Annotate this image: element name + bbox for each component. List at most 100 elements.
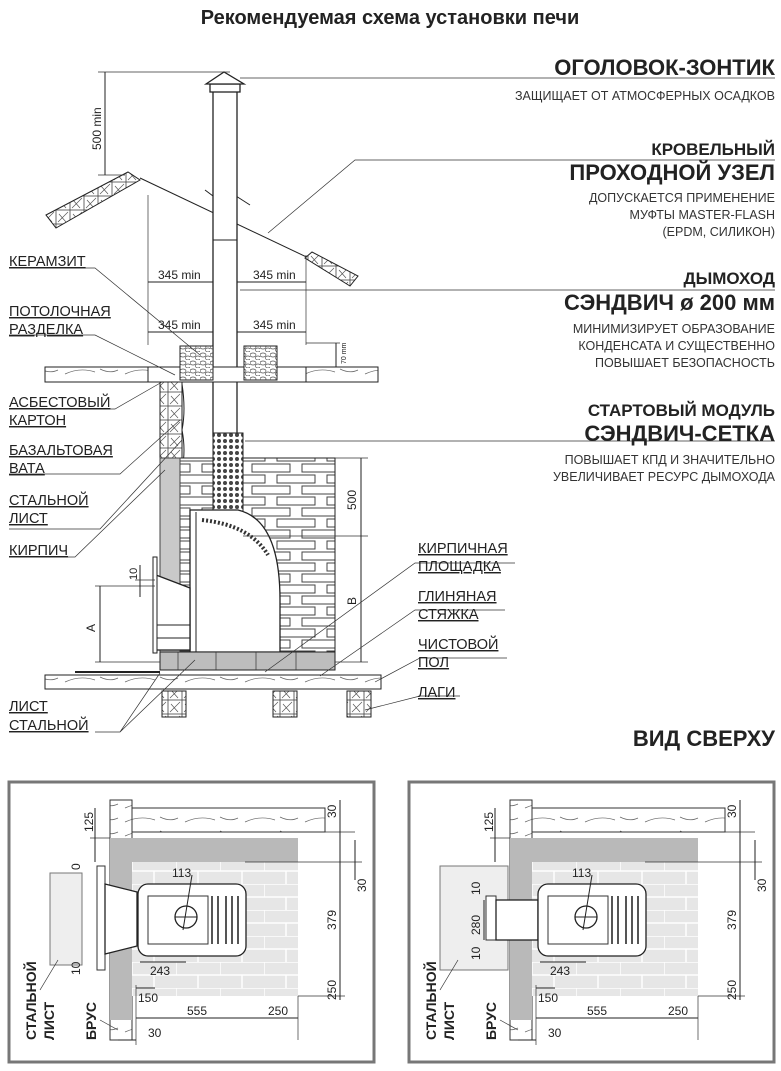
dim-bottom-offset: 10 (69, 961, 83, 975)
label-asbestos-1: АСБЕСТОВЫЙ (9, 393, 110, 411)
label-steel-sheet-1: СТАЛЬНОЙ (9, 491, 89, 509)
label-brick-platform-1: КИРПИЧНАЯ (418, 541, 508, 557)
dim-a: A (84, 624, 98, 632)
label-clay-screed-2: СТЯЖКА (418, 607, 479, 623)
dim-113: 113 (572, 866, 591, 880)
roof-desc-2: МУФТЫ MASTER-FLASH (630, 208, 775, 222)
dim-250-vertical: 250 (725, 980, 739, 1000)
dim-150: 150 (138, 991, 158, 1005)
cap-desc: ЗАЩИЩАЕТ ОТ АТМОСФЕРНЫХ ОСАДКОВ (515, 89, 775, 103)
dim-379: 379 (325, 910, 339, 930)
side-view: 500 min 345 min 345 min 345 min 345 min … (44, 71, 382, 718)
steel-sheet (49, 872, 83, 966)
chimney-desc-3: ПОВЫШАЕТ БЕЗОПАСНОСТЬ (595, 356, 775, 370)
top-view-title: ВИД СВЕРХУ (633, 726, 775, 751)
dim-280: 280 (469, 915, 483, 935)
dim-113: 113 (172, 866, 191, 880)
dim-150: 150 (538, 991, 558, 1005)
dim-125: 125 (82, 812, 96, 832)
start-desc-1: ПОВЫШАЕТ КПД И ЗНАЧИТЕЛЬНО (565, 453, 776, 467)
label-beam: БРУС (83, 1002, 99, 1040)
leader-lines (9, 77, 775, 733)
chimney-title-2: СЭНДВИЧ ø 200 мм (564, 290, 775, 315)
label-keramzit: КЕРАМЗИТ (9, 254, 86, 270)
keramzit-left (179, 345, 214, 381)
label-steel-sheet-floor-2: СТАЛЬНОЙ (9, 716, 89, 734)
chimney-pipe (212, 85, 238, 437)
label-steel-sheet-2: ЛИСТ (9, 511, 48, 527)
label-clay-screed-1: ГЛИНЯНАЯ (418, 589, 497, 605)
dim-555: 555 (187, 1004, 207, 1018)
start-title-1: СТАРТОВЫЙ МОДУЛЬ (588, 401, 775, 420)
label-steel-sheet-top-1: СТАЛЬНОЙ (22, 961, 39, 1040)
dim-555: 555 (587, 1004, 607, 1018)
stove-firebox-tunnel (155, 574, 191, 651)
dim-gap-1: 345 min (158, 268, 201, 282)
dim-top-offset: 10 (469, 881, 483, 895)
dim-30-right: 30 (355, 878, 369, 892)
mid-labels: КИРПИЧНАЯ ПЛОЩАДКА ГЛИНЯНАЯ СТЯЖКА ЧИСТО… (418, 541, 508, 701)
roof-desc-3: (EPDM, СИЛИКОН) (663, 225, 775, 239)
ceiling-board (44, 366, 149, 383)
dim-keramzit-height: 70 mm (341, 342, 348, 364)
dim-30-bottom: 30 (148, 1026, 162, 1040)
top-view-panel-2: 113 243 150 555 250 30 125 10 280 10 30 … (407, 780, 776, 1064)
chimney-desc-2: КОНДЕНСАТА И СУЩЕСТВЕННО (578, 339, 775, 353)
top-view-panel-1: 113 243 150 555 250 30 125 0 10 30 30 37… (7, 780, 376, 1064)
dim-250-horizontal: 250 (268, 1004, 288, 1018)
dim-243: 243 (550, 964, 570, 978)
door-flange (152, 556, 158, 654)
label-steel-sheet-top-2: ЛИСТ (41, 1001, 57, 1040)
dim-b: B (345, 597, 359, 605)
joist-3 (346, 690, 372, 718)
label-brick-platform-2: ПЛОЩАДКА (418, 559, 501, 575)
joist-2 (272, 690, 298, 718)
dim-door-offset: 10 (128, 568, 140, 580)
label-ceiling-cut-1: ПОТОЛОЧНАЯ (9, 304, 111, 320)
dim-243: 243 (150, 964, 170, 978)
dim-30-bottom: 30 (548, 1026, 562, 1040)
asbestos-column (159, 381, 183, 459)
roof-desc-1: ДОПУСКАЕТСЯ ПРИМЕНЕНИЕ (589, 191, 775, 205)
wall-beam-horizontal (129, 807, 326, 833)
dim-wall-height: 500 (345, 490, 359, 510)
start-title-2: СЭНДВИЧ-СЕТКА (584, 421, 775, 446)
label-joists: ЛАГИ (418, 685, 455, 701)
dim-gap-2: 345 min (253, 268, 296, 282)
dim-gap-3: 345 min (158, 318, 201, 332)
joist-1 (161, 690, 187, 718)
dim-125: 125 (482, 812, 496, 832)
page-title: Рекомендуемая схема установки печи (201, 7, 580, 29)
chimney-cap (203, 71, 247, 85)
brick-row-dark (110, 838, 298, 862)
label-asbestos-2: КАРТОН (9, 413, 66, 429)
roof-title-1: КРОВЕЛЬНЫЙ (651, 140, 775, 159)
floor-board (44, 674, 382, 690)
dim-250-horizontal: 250 (668, 1004, 688, 1018)
keramzit-right (243, 345, 278, 381)
label-brick: КИРПИЧ (9, 543, 68, 559)
start-desc-2: УВЕЛИЧИВАЕТ РЕСУРС ДЫМОХОДА (553, 470, 776, 484)
roof-right (304, 251, 359, 287)
label-steel-sheet-floor-1: ЛИСТ (9, 699, 48, 715)
dim-gap-4: 345 min (253, 318, 296, 332)
label-basalt-2: ВАТА (9, 461, 45, 477)
label-basalt-1: БАЗАЛЬТОВАЯ (9, 443, 113, 459)
stove-body (189, 509, 281, 653)
roof-left (45, 171, 141, 229)
dim-top-offset: 0 (69, 863, 83, 870)
dim-379: 379 (725, 910, 739, 930)
right-labels: ОГОЛОВОК-ЗОНТИК ЗАЩИЩАЕТ ОТ АТМОСФЕРНЫХ … (515, 55, 776, 484)
label-ceiling-cut-2: РАЗДЕЛКА (9, 322, 83, 338)
label-finish-floor-2: ПОЛ (418, 655, 449, 671)
label-finish-floor-1: ЧИСТОВОЙ (418, 635, 498, 653)
roof-title-2: ПРОХОДНОЙ УЗЕЛ (569, 160, 775, 185)
dim-250-vertical: 250 (325, 980, 339, 1000)
label-beam: БРУС (483, 1002, 499, 1040)
cap-title: ОГОЛОВОК-ЗОНТИК (554, 55, 775, 80)
dim-bottom-offset: 10 (469, 946, 483, 960)
label-steel-sheet-top-2: ЛИСТ (441, 1001, 457, 1040)
ceiling-cutout (147, 366, 307, 383)
dim-30-right: 30 (755, 878, 769, 892)
